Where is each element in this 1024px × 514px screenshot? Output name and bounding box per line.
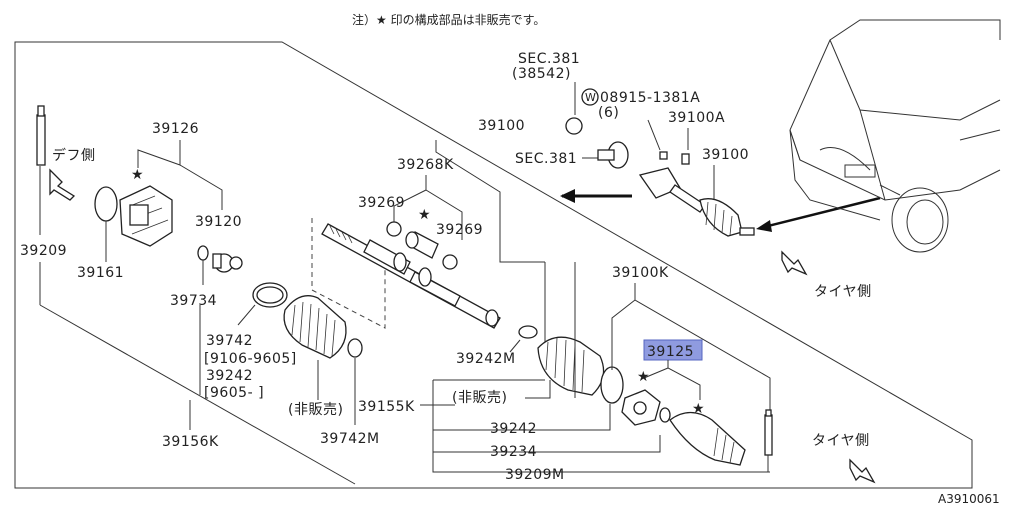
flange: [597, 141, 629, 169]
label-diff-side: デフ側: [52, 147, 96, 164]
label-range-1: [9106-9605]: [204, 351, 297, 367]
label-39100-c[interactable]: 39100: [702, 147, 749, 163]
label-39242[interactable]: 39242: [206, 368, 253, 384]
star-icon: ★: [131, 167, 144, 183]
outer-joint-39209M: [669, 411, 746, 466]
ring-39161: [94, 186, 118, 222]
ring-39234: [659, 407, 671, 423]
label-39156K[interactable]: 39156K: [162, 434, 219, 450]
label-39209[interactable]: 39209: [20, 243, 67, 259]
label-39209M[interactable]: 39209M: [505, 467, 565, 483]
label-39734[interactable]: 39734: [170, 293, 217, 309]
label-39268K[interactable]: 39268K: [397, 157, 454, 173]
label-bolt[interactable]: 08915-1381A: [600, 90, 700, 106]
pin: [764, 409, 773, 456]
label-39742[interactable]: 39742: [206, 333, 253, 349]
label-tire-bottom: タイヤ側: [812, 433, 870, 449]
label-w: W: [585, 91, 596, 104]
label-39125[interactable]: 39125: [647, 344, 694, 360]
washer-icon: [581, 88, 599, 106]
arrow-car: [759, 196, 881, 230]
band-39742M: [347, 338, 363, 358]
shaft-39209: [36, 105, 46, 166]
label-39120[interactable]: 39120: [195, 214, 242, 230]
damper-39268K: [386, 221, 458, 270]
header-note: 注）★ 印の構成部品は非販売です。: [352, 12, 545, 27]
label-39242-b[interactable]: 39242: [490, 421, 537, 437]
label-39742M[interactable]: 39742M: [320, 431, 380, 447]
arrow-tire-bottom-icon: [849, 458, 876, 484]
arrow-diff-icon: [49, 168, 76, 201]
label-nonsale-1: (非販売): [288, 402, 343, 418]
label-nonsale-2: (非販売): [452, 390, 507, 406]
ball-39120: [212, 253, 243, 273]
star-icon-3: ★: [637, 369, 650, 385]
label-39242M[interactable]: 39242M: [456, 351, 516, 367]
label-39269a[interactable]: 39269: [358, 195, 405, 211]
vehicle-illustration: [789, 19, 1001, 253]
label-39100[interactable]: 39100: [478, 118, 525, 134]
band-outer: [600, 366, 624, 404]
footer-code: A3910061: [938, 492, 1000, 506]
label-39155K[interactable]: 39155K: [358, 399, 415, 415]
label-sec381-a-sub: (38542): [512, 66, 571, 82]
label-39100K[interactable]: 39100K: [612, 265, 669, 281]
dashed-region: [311, 218, 386, 329]
joint-39125: [621, 389, 661, 426]
ring-39734: [197, 245, 209, 261]
label-39100A[interactable]: 39100A: [668, 110, 725, 126]
arrow-left-head-icon: [560, 189, 575, 203]
boot-39242: [283, 295, 347, 359]
label-39126[interactable]: 39126: [152, 121, 199, 137]
label-39269b[interactable]: 39269: [436, 222, 483, 238]
washer: [659, 151, 668, 160]
bolt-39100A: [681, 153, 690, 165]
band-39242M: [518, 325, 538, 339]
highlight-39125[interactable]: [643, 339, 703, 361]
arrow-tire-top-icon: [781, 250, 808, 276]
label-tire-top: タイヤ側: [814, 284, 872, 300]
label-sec381-a[interactable]: SEC.381: [518, 51, 580, 67]
label-bolt-qty: (6): [598, 105, 619, 121]
label-range-2: [9605- ]: [204, 385, 264, 401]
diagram-frame: [14, 41, 973, 489]
shaft-assembly-39100: [638, 167, 755, 237]
label-39234[interactable]: 39234: [490, 444, 537, 460]
boot-outer: [537, 336, 605, 396]
star-icon-2: ★: [418, 207, 431, 223]
seal-38542: [565, 117, 583, 135]
label-sec381-b[interactable]: SEC.381: [515, 151, 577, 167]
label-39161[interactable]: 39161: [77, 265, 124, 281]
driveshaft: [321, 223, 501, 329]
housing-39126: [119, 185, 173, 247]
arrow-car-head-icon: [756, 220, 772, 232]
